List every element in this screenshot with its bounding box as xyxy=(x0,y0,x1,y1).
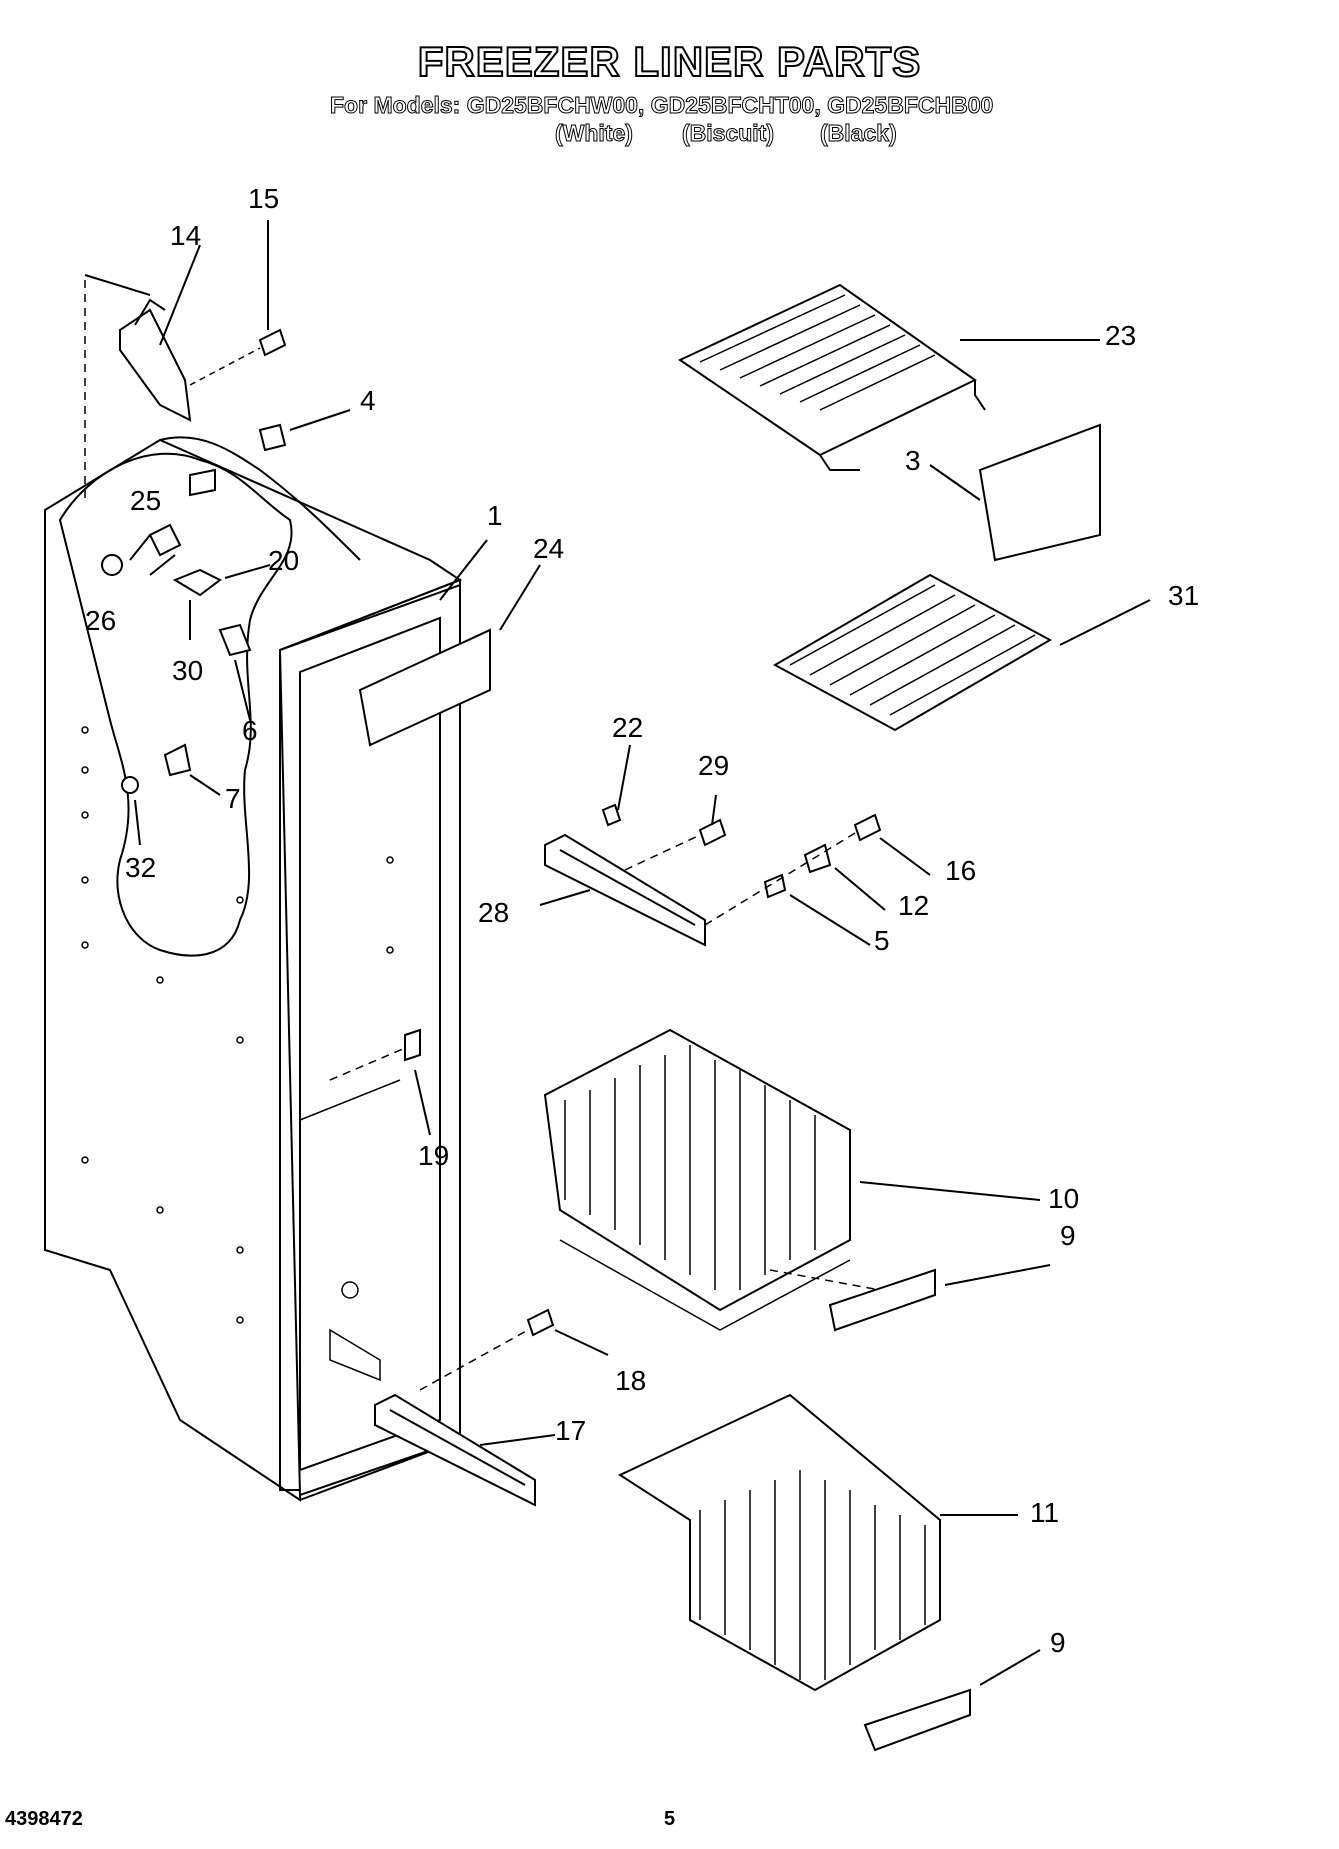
dashed-leader-5 xyxy=(419,1329,529,1391)
lamp-assembly xyxy=(101,468,252,794)
screw-part-16 xyxy=(853,813,882,842)
callout-16: 16 xyxy=(945,855,976,886)
callout-28: 28 xyxy=(478,897,509,928)
diagram-title: FREEZER LINER PARTS xyxy=(417,37,922,86)
part-19 xyxy=(404,1028,421,1062)
basket-part-10 xyxy=(543,1028,851,1331)
callout-20: 20 xyxy=(268,545,299,576)
callout-24: 24 xyxy=(533,533,564,564)
switch-part-7 xyxy=(163,743,192,777)
callout-23: 23 xyxy=(1105,320,1136,351)
screw-part-32 xyxy=(121,776,139,794)
callout-26: 26 xyxy=(85,605,116,636)
shelf-trim-part-3 xyxy=(978,423,1101,562)
reference-line-top xyxy=(84,274,151,296)
callout-31: 31 xyxy=(1168,580,1199,611)
rail-part-28 xyxy=(544,833,706,947)
callout-32: 32 xyxy=(125,852,156,883)
color-biscuit-label: (Biscuit) xyxy=(682,120,775,147)
freezer-liner-part xyxy=(44,436,463,1502)
label-box xyxy=(189,468,216,497)
callout-7: 7 xyxy=(225,783,241,814)
basket-part-11 xyxy=(617,1393,941,1692)
dashed-leader-2 xyxy=(704,829,861,926)
color-white-label: (White) xyxy=(555,120,634,147)
bracket-part-14 xyxy=(119,298,192,422)
callout-14: 14 xyxy=(170,220,201,251)
callout-22: 22 xyxy=(612,712,643,743)
color-black-label: (Black) xyxy=(820,120,898,147)
document-number: 4398472 xyxy=(5,1808,83,1830)
callout-6: 6 xyxy=(242,715,258,746)
models-line: For Models: GD25BFCHW00, GD25BFCHT00, GD… xyxy=(329,92,994,119)
shield-part-20 xyxy=(172,568,222,597)
callout-1: 1 xyxy=(487,500,503,531)
part-5 xyxy=(763,873,787,899)
shelf-part-23 xyxy=(677,283,986,471)
callout-18: 18 xyxy=(615,1365,646,1396)
trim-part-9-upper xyxy=(828,1268,936,1332)
wire-shelf-part-31 xyxy=(772,573,1053,732)
bulb-part-25 xyxy=(101,554,123,576)
part-22 xyxy=(601,803,622,827)
callout-5: 5 xyxy=(874,925,890,956)
clip-part-6 xyxy=(218,623,252,657)
callout-17: 17 xyxy=(555,1415,586,1446)
socket-part-26 xyxy=(148,523,182,557)
callout-30: 30 xyxy=(172,655,203,686)
callout-9-upper: 9 xyxy=(1060,1220,1076,1251)
clip-part-4 xyxy=(258,423,287,452)
dashed-leader-4 xyxy=(769,1269,881,1291)
callout-9-lower: 9 xyxy=(1050,1627,1066,1658)
rail-part-17 xyxy=(374,1393,536,1507)
callout-15: 15 xyxy=(248,183,279,214)
callout-25: 25 xyxy=(130,485,161,516)
dashed-leader xyxy=(624,834,701,871)
callout-29: 29 xyxy=(698,750,729,781)
screw-part-15 xyxy=(189,328,287,386)
label-part-24 xyxy=(358,628,491,747)
leader-lines xyxy=(129,220,1151,1686)
screw-part-18 xyxy=(526,1308,555,1337)
callout-4: 4 xyxy=(360,385,376,416)
screw-part-29 xyxy=(698,818,727,847)
callout-10: 10 xyxy=(1048,1183,1079,1214)
page-number: 5 xyxy=(664,1808,676,1830)
callout-19: 19 xyxy=(418,1140,449,1171)
callout-11: 11 xyxy=(1030,1497,1059,1528)
callout-3: 3 xyxy=(905,445,921,476)
part-12 xyxy=(803,843,832,874)
trim-part-9-lower xyxy=(863,1688,971,1752)
callout-12: 12 xyxy=(898,890,929,921)
